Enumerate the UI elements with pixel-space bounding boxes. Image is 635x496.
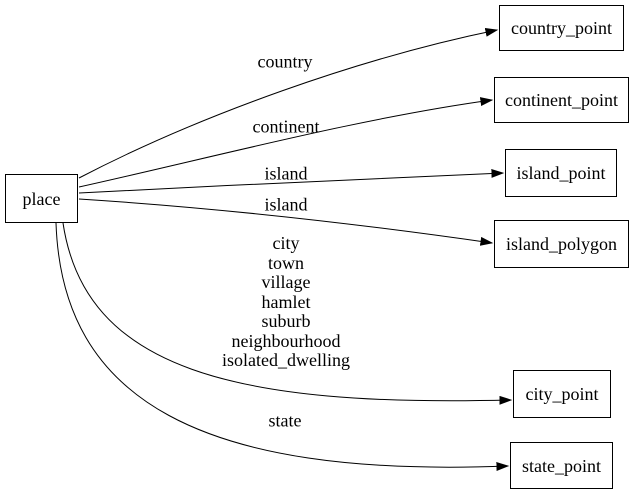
node-place-label: place — [22, 188, 61, 209]
edge-label-state: state — [268, 410, 302, 431]
node-country-point-label: country_point — [511, 18, 612, 38]
edge-label-country: country — [257, 51, 313, 72]
edge-label-continent: continent — [252, 116, 320, 137]
edge-place-city_point — [62, 222, 513, 405]
node-continent-point: continent_point — [494, 77, 629, 123]
node-city-point-label: city_point — [525, 384, 599, 404]
node-place: place — [5, 174, 78, 223]
node-state-point: state_point — [510, 442, 613, 489]
node-island-point: island_point — [505, 149, 617, 197]
node-island-polygon-label: island_polygon — [506, 234, 617, 254]
edge-place-island_polygon — [78, 198, 494, 246]
edge-label-city-group: city town village hamlet suburb neighbou… — [222, 232, 350, 370]
edge-label-island-2: island — [264, 194, 308, 215]
node-island-point-label: island_point — [516, 163, 606, 183]
edge-place-island_point — [78, 168, 505, 194]
node-island-polygon: island_polygon — [494, 220, 629, 268]
edge-place-country_point — [78, 27, 499, 179]
edge-place-continent_point — [78, 97, 494, 188]
node-continent-point-label: continent_point — [505, 90, 618, 110]
node-city-point: city_point — [513, 370, 611, 418]
node-country-point: country_point — [499, 5, 624, 51]
edge-place-state_point — [55, 222, 510, 471]
edge-label-island: island — [264, 163, 308, 184]
node-state-point-label: state_point — [522, 455, 601, 476]
